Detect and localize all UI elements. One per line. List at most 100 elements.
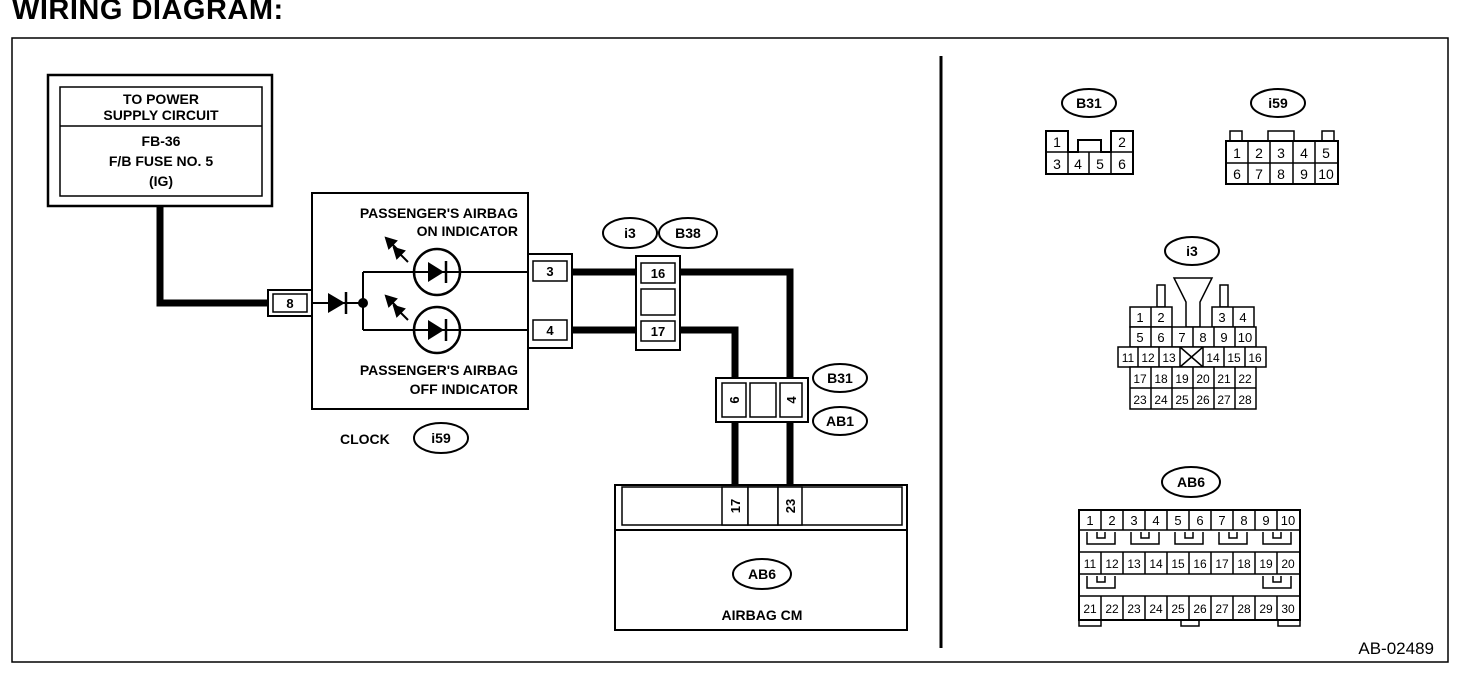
on-indicator-line1: PASSENGER'S AIRBAG	[360, 205, 518, 221]
i3-cell: 15	[1227, 351, 1241, 365]
ab6-cell: 21	[1083, 602, 1097, 616]
latch-icon	[1172, 277, 1214, 328]
on-indicator-line2: ON INDICATOR	[417, 223, 518, 239]
diode-icon	[328, 293, 345, 313]
i3-cell: 17	[1133, 372, 1147, 386]
wire-power-to-clock	[156, 205, 270, 307]
diagram-frame	[11, 37, 1449, 663]
i59-cell: 4	[1300, 145, 1308, 161]
ab6-cell: 25	[1171, 602, 1185, 616]
ab6-cell: 5	[1174, 513, 1181, 528]
i3-cell: 11	[1122, 351, 1135, 365]
power-line3: FB-36	[142, 133, 181, 149]
i59-cell: 2	[1255, 145, 1263, 161]
wire-16-b31-4	[678, 268, 794, 380]
b31-pin-4: 4	[784, 396, 799, 404]
i3-cell: 2	[1157, 310, 1164, 325]
i3-cell: 9	[1220, 330, 1227, 345]
i3-cell: 18	[1154, 372, 1168, 386]
i3-cell: 12	[1141, 351, 1155, 365]
i3-cell: 7	[1178, 330, 1185, 345]
airbag-cm-connector: AB6	[748, 566, 776, 582]
i3-cell: 13	[1162, 351, 1176, 365]
ab6-cell: 18	[1237, 557, 1251, 571]
ab6-cell: 3	[1130, 513, 1137, 528]
power-line2: SUPPLY CIRCUIT	[103, 107, 219, 123]
clock-label: CLOCK	[340, 431, 390, 447]
i3-cell: 24	[1154, 393, 1168, 407]
ab6-cell: 15	[1171, 557, 1185, 571]
i3-cell: 1	[1136, 310, 1143, 325]
junction-pin-17: 17	[651, 324, 665, 339]
power-line4: F/B FUSE NO. 5	[109, 153, 213, 169]
b31-cell: 2	[1118, 134, 1126, 150]
i59-cell: 7	[1255, 166, 1263, 182]
i3-cell: 10	[1238, 330, 1252, 345]
off-indicator-line2: OFF INDICATOR	[410, 381, 518, 397]
clock-pin-3: 3	[546, 264, 553, 279]
ab6-cell: 14	[1149, 557, 1163, 571]
i59-cell: 1	[1233, 145, 1241, 161]
power-line1: TO POWER	[123, 91, 199, 107]
wire-17-b31-6	[678, 326, 739, 380]
b31-cell: 5	[1096, 156, 1104, 172]
ab6-cell: 4	[1152, 513, 1159, 528]
i59-oval	[413, 422, 469, 454]
i59-cell: 5	[1322, 145, 1330, 161]
b31-cell: 1	[1053, 134, 1061, 150]
i59-cell: 3	[1277, 145, 1285, 161]
connector-view-i59: i59 1 2 3 4 5 6 7 8 9 10	[1225, 88, 1339, 185]
i3-cell: 22	[1238, 372, 1252, 386]
clock-connector-label: i59	[431, 430, 451, 446]
ab6-cell: 20	[1281, 557, 1295, 571]
i59-cell: 9	[1300, 166, 1308, 182]
i3-cell: 20	[1196, 372, 1210, 386]
ab6-pin-23: 23	[783, 499, 798, 513]
light-rays-off-icon	[384, 294, 409, 321]
ab6-cell: 2	[1108, 513, 1115, 528]
i3-cell: 21	[1217, 372, 1231, 386]
ab6-cell: 28	[1237, 602, 1251, 616]
ab6-cell: 23	[1127, 602, 1141, 616]
ab6-pin-17: 17	[728, 499, 743, 513]
i59-cell: 8	[1277, 166, 1285, 182]
ab6-cell: 11	[1084, 557, 1097, 571]
i59-cell: 10	[1318, 166, 1334, 182]
i3-cell: 5	[1136, 330, 1143, 345]
page-title: WIRING DIAGRAM:	[12, 0, 284, 26]
ab6-cell: 1	[1086, 513, 1093, 528]
ab6-cell: 8	[1240, 513, 1247, 528]
i3-cell: 28	[1238, 393, 1252, 407]
i59-view-label: i59	[1268, 95, 1288, 111]
b31-cell: 4	[1074, 156, 1082, 172]
ab6-cell: 16	[1193, 557, 1207, 571]
power-supply-box: TO POWER SUPPLY CIRCUIT FB-36 F/B FUSE N…	[46, 73, 274, 208]
ab6-cell: 12	[1105, 557, 1119, 571]
i59-cell: 6	[1233, 166, 1241, 182]
ab6-cell: 22	[1105, 602, 1119, 616]
i3-cell: 6	[1157, 330, 1164, 345]
b31-ab1-junction: 6 4 B31 AB1	[715, 363, 868, 436]
i3-cell: 4	[1239, 310, 1246, 325]
airbag-cm-label: AIRBAG CM	[722, 607, 803, 623]
b31-cell: 3	[1053, 156, 1061, 172]
ab6-view-label: AB6	[1177, 474, 1205, 490]
figure-id: AB-02489	[1358, 639, 1434, 658]
connector-view-b31: B31 1 2 3 4 5 6	[1045, 88, 1134, 175]
ab6-cell: 19	[1259, 557, 1273, 571]
i3-cell: 19	[1175, 372, 1189, 386]
power-line5: (IG)	[149, 173, 173, 189]
b31-junction-label: B31	[827, 370, 853, 386]
junction-conn-a: i3	[624, 225, 636, 241]
ab6-cell: 30	[1281, 602, 1295, 616]
connector-view-ab6: AB6	[1078, 466, 1301, 627]
ab6-cell: 10	[1281, 513, 1295, 528]
junction-conn-b: B38	[675, 225, 701, 241]
i3-cell: 16	[1248, 351, 1262, 365]
i3-view-label: i3	[1186, 243, 1198, 259]
clock-pin-in: 8	[286, 296, 293, 311]
ab6-cell: 26	[1193, 602, 1207, 616]
ab6-cell: 9	[1262, 513, 1269, 528]
ab6-cell: 17	[1215, 557, 1229, 571]
